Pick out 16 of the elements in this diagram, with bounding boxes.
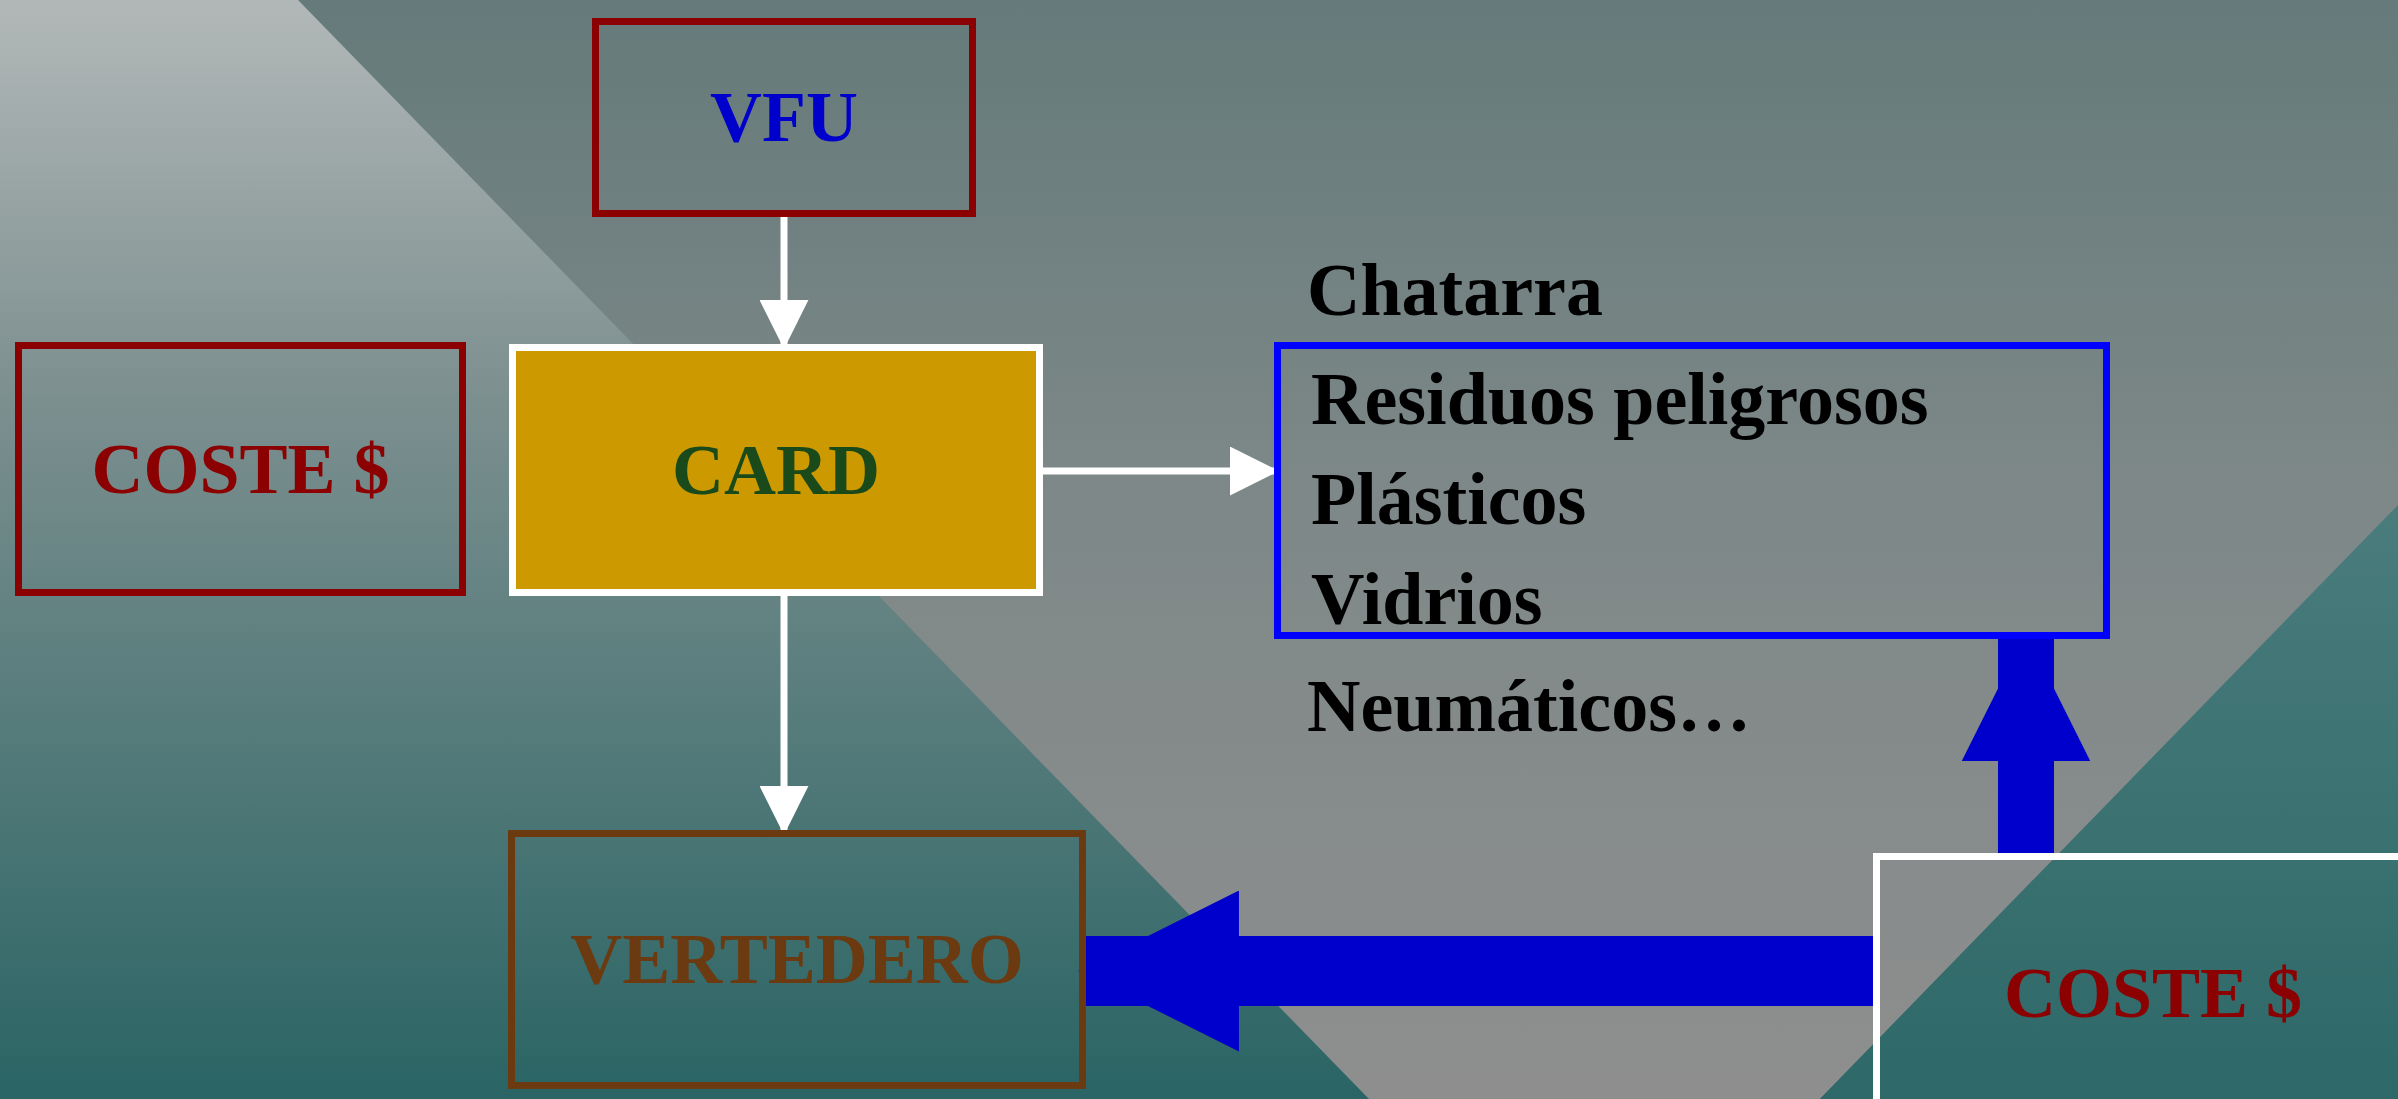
- box-label: COSTE $: [91, 427, 390, 511]
- material-label: Chatarra: [1307, 248, 1603, 333]
- box-label: COSTE $: [2003, 951, 2303, 1035]
- box-label: CARD: [672, 428, 880, 512]
- process-box: [592, 18, 976, 217]
- box-label: VFU: [710, 76, 858, 159]
- process-box: [509, 344, 1043, 596]
- landfill-box: [508, 830, 1086, 1089]
- material-label: Neumáticos…: [1307, 664, 1751, 749]
- material-label: Vidrios: [1311, 557, 1544, 642]
- material-label: Plásticos: [1311, 457, 1588, 542]
- cost-box: [1873, 853, 2398, 1099]
- box-label: VERTEDERO: [570, 918, 1024, 1001]
- material-label: Residuos peligrosos: [1311, 357, 1930, 442]
- materials-box: [1274, 342, 2110, 639]
- cost-box: [15, 342, 466, 596]
